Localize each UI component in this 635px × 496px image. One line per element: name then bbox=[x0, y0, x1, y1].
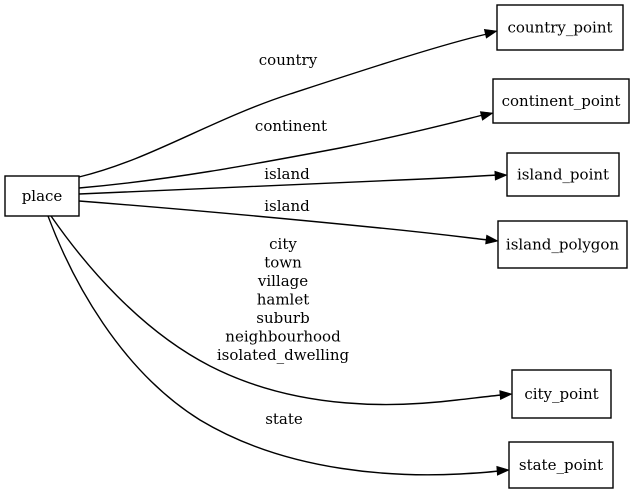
node-label-country_point: country_point bbox=[507, 19, 612, 37]
arrowhead-icon bbox=[483, 28, 498, 39]
node-box[interactable] bbox=[511, 369, 612, 419]
node-box[interactable] bbox=[4, 175, 80, 217]
nodes-layer: place country_point continent_point island_… bbox=[4, 4, 630, 489]
arrowhead-icon bbox=[479, 111, 494, 121]
edge-place-to-island_polygon bbox=[78, 200, 499, 245]
edge-label-place-to-country_point: country bbox=[259, 51, 318, 69]
edge-place-to-country_point bbox=[78, 28, 498, 178]
node-city_point[interactable]: city_point bbox=[511, 369, 612, 419]
edge-place-to-continent_point bbox=[78, 111, 494, 189]
edge-line bbox=[78, 174, 498, 195]
node-label-place: place bbox=[22, 187, 63, 205]
edge-label-line: isolated_dwelling bbox=[217, 346, 350, 364]
edge-line bbox=[50, 215, 503, 406]
node-island_point[interactable]: island_point bbox=[506, 152, 620, 197]
edge-place-to-state_point bbox=[47, 215, 510, 476]
node-box[interactable] bbox=[506, 152, 620, 197]
edge-label-line: continent bbox=[255, 117, 327, 135]
arrowhead-icon bbox=[485, 234, 499, 245]
edge-label-line: island bbox=[264, 165, 310, 183]
arrowhead-icon bbox=[499, 390, 513, 400]
node-continent_point[interactable]: continent_point bbox=[492, 78, 630, 124]
node-box[interactable] bbox=[508, 441, 614, 489]
node-label-island_polygon: island_polygon bbox=[506, 236, 620, 254]
node-label-city_point: city_point bbox=[524, 385, 598, 403]
edge-label-place-to-island_point: island bbox=[264, 165, 310, 183]
node-island_polygon[interactable]: island_polygon bbox=[497, 220, 628, 269]
edge-line bbox=[47, 215, 500, 476]
node-label-state_point: state_point bbox=[519, 456, 603, 474]
edge-label-line: island bbox=[264, 197, 310, 215]
node-place[interactable]: place bbox=[4, 175, 80, 217]
node-label-continent_point: continent_point bbox=[502, 92, 621, 110]
edge-line bbox=[78, 200, 489, 241]
arrowhead-icon bbox=[496, 465, 510, 476]
node-country_point[interactable]: country_point bbox=[496, 4, 624, 51]
edge-label-line: city bbox=[269, 235, 297, 253]
edges-layer bbox=[47, 28, 513, 476]
edge-line bbox=[78, 33, 488, 178]
edge-label-place-to-island_polygon: island bbox=[264, 197, 310, 215]
edge-label-place-to-continent_point: continent bbox=[255, 117, 327, 135]
edge-place-to-city_point bbox=[50, 215, 513, 406]
node-box[interactable] bbox=[496, 4, 624, 51]
edge-label-line: state bbox=[265, 410, 303, 428]
edge-label-line: town bbox=[264, 254, 302, 272]
arrowhead-icon bbox=[494, 170, 508, 181]
edge-label-line: hamlet bbox=[257, 291, 310, 309]
node-state_point[interactable]: state_point bbox=[508, 441, 614, 489]
node-box[interactable] bbox=[492, 78, 630, 124]
edge-place-to-island_point bbox=[78, 170, 508, 195]
node-box[interactable] bbox=[497, 220, 628, 269]
edge-label-line: village bbox=[257, 272, 308, 290]
edge-label-place-to-state_point: state bbox=[265, 410, 303, 428]
node-label-island_point: island_point bbox=[517, 166, 609, 184]
edge-label-line: country bbox=[259, 51, 318, 69]
edge-label-line: neighbourhood bbox=[225, 328, 341, 346]
edge-label-line: suburb bbox=[256, 309, 309, 327]
edge-line bbox=[78, 114, 484, 189]
